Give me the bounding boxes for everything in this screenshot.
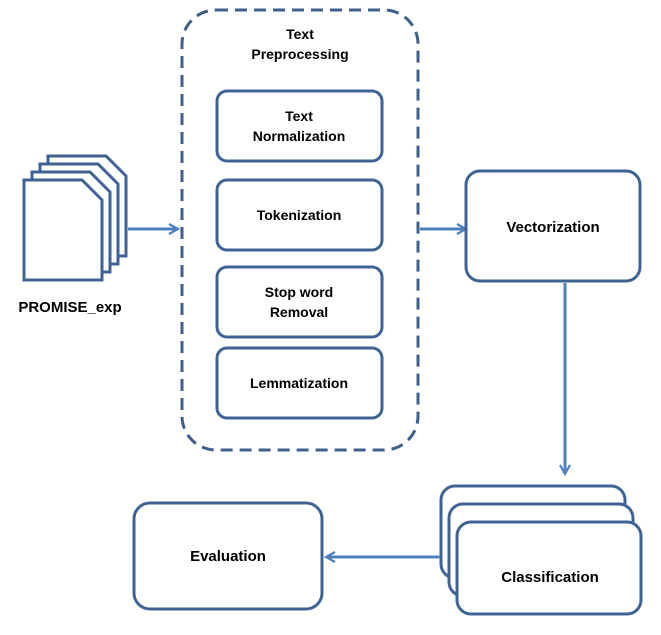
vectorization-label: Vectorization [506, 219, 599, 236]
step-text-normalization-line1: Text [285, 108, 313, 124]
step-stop-word-removal-line2: Removal [270, 304, 328, 320]
vectorization-box [464, 169, 642, 283]
classification-label: Classification [501, 569, 599, 586]
evaluation-box [132, 501, 324, 611]
step-tokenization [215, 178, 384, 252]
step-tokenization-label: Tokenization [257, 207, 342, 223]
preprocessing-title-line1: Text [286, 26, 314, 42]
step-text-normalization-line2: Normalization [253, 128, 346, 144]
step-lemmatization [215, 346, 384, 420]
dataset-label: PROMISE_exp [18, 299, 121, 316]
evaluation-label: Evaluation [190, 548, 266, 565]
step-stop-word-removal [215, 265, 384, 339]
preprocessing-title-line2: Preprocessing [251, 46, 348, 62]
step-lemmatization-label: Lemmatization [250, 375, 348, 391]
classification-stack [439, 484, 643, 616]
step-text-normalization [215, 89, 384, 163]
document-stack-icon [22, 154, 128, 282]
step-stop-word-removal-line1: Stop word [265, 284, 333, 300]
